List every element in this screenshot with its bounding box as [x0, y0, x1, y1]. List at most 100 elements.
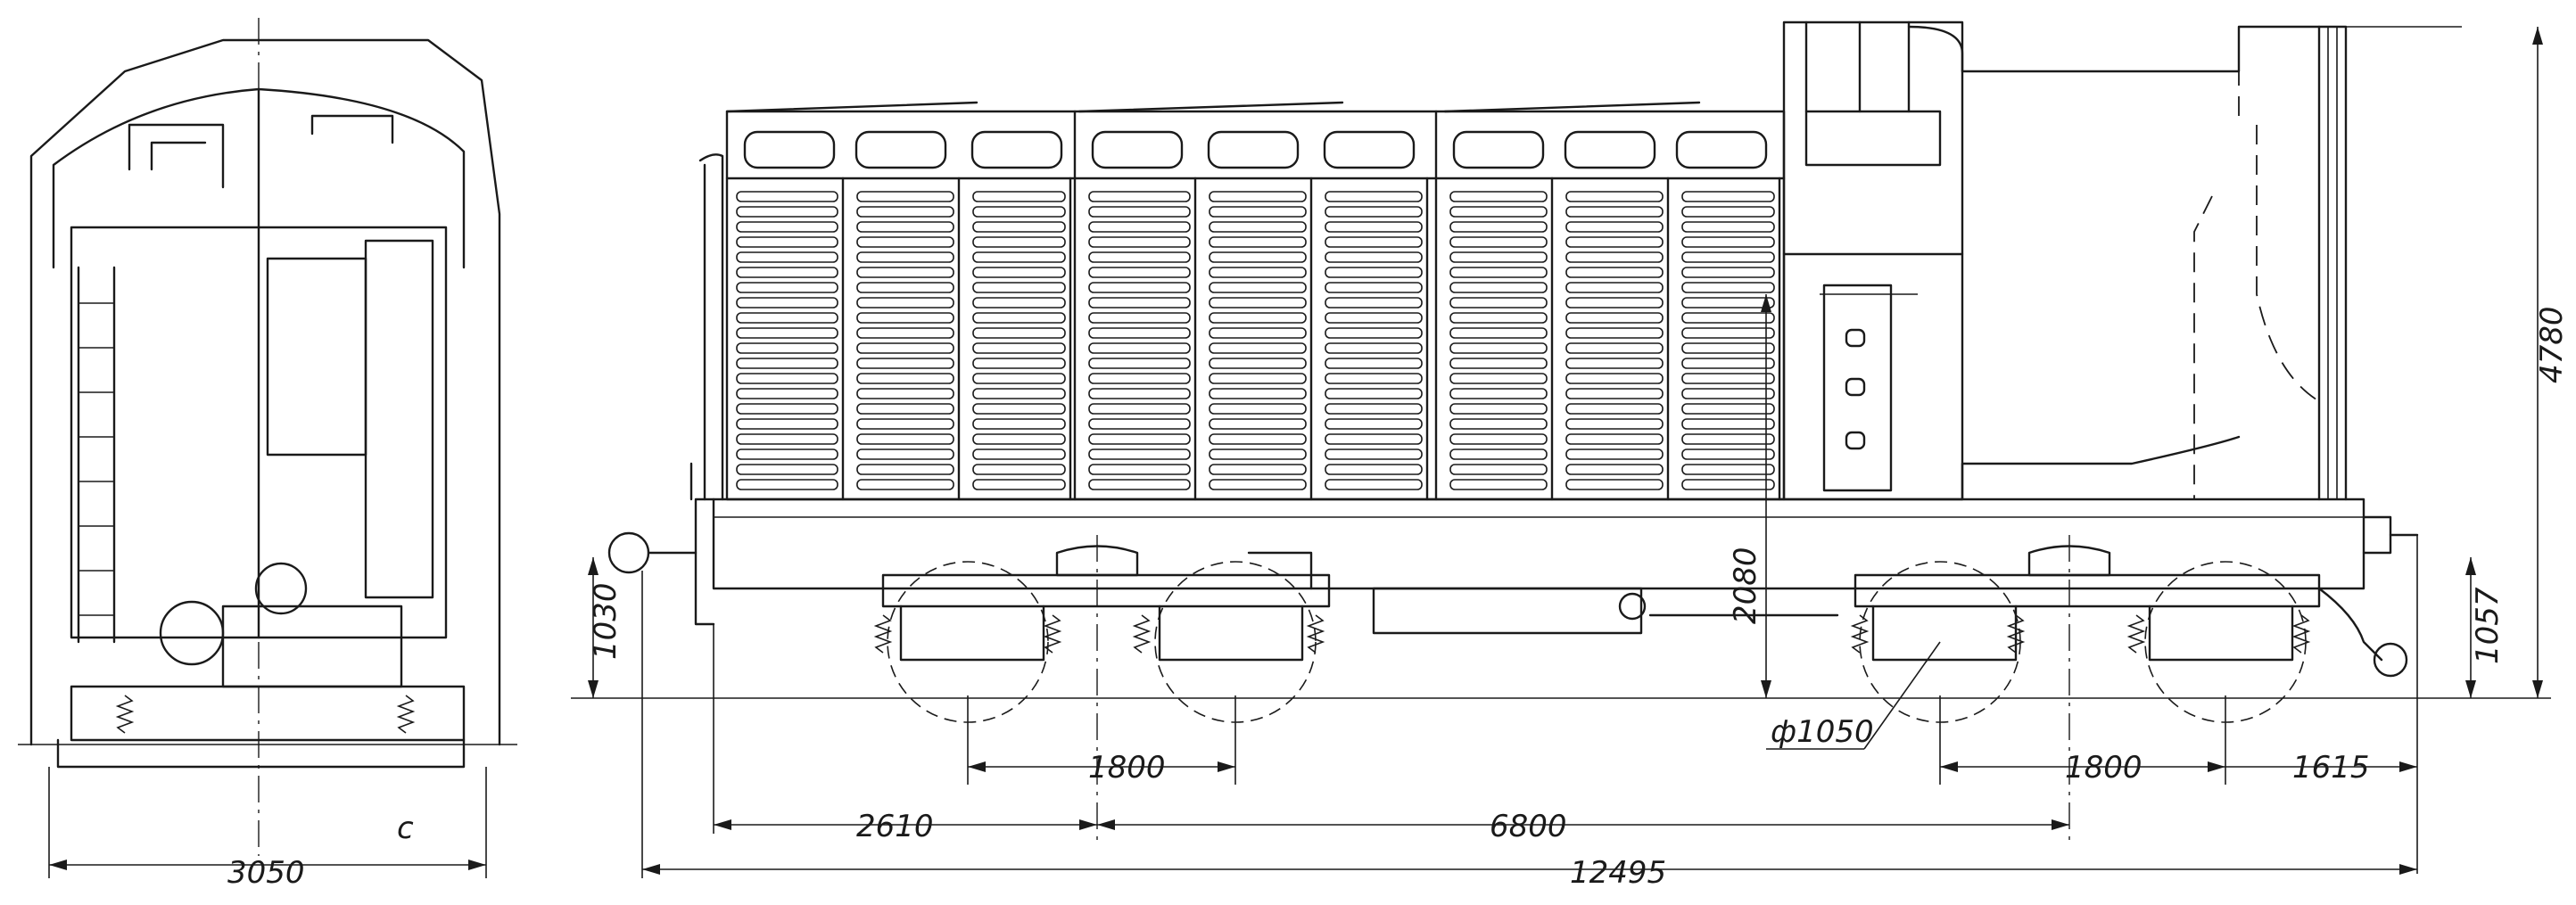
- louvre-slat: [1088, 448, 1191, 460]
- louvre-slat: [736, 433, 838, 445]
- louvre-slat: [1449, 236, 1548, 248]
- cab-door: [1822, 284, 1893, 492]
- louvre-slat: [1449, 297, 1548, 309]
- louvre-slat: [1209, 464, 1307, 475]
- louvre-slat: [736, 388, 838, 399]
- louvre-slat: [1088, 221, 1191, 233]
- louvre-slat: [1565, 403, 1664, 415]
- louvre-slat: [972, 479, 1066, 490]
- louvre-slat: [856, 267, 954, 278]
- louvre-slat: [972, 221, 1066, 233]
- louvre-slat: [1325, 403, 1423, 415]
- louvre-slat: [1325, 448, 1423, 460]
- louvre-slat: [1681, 342, 1775, 354]
- louvre-slat: [1088, 206, 1191, 218]
- louvre-slat: [1565, 221, 1664, 233]
- louvre-slat: [1449, 373, 1548, 384]
- rear-bogie: [1850, 545, 2321, 723]
- louvre-slat: [856, 433, 954, 445]
- louvre-slat: [1209, 479, 1307, 490]
- dim-height: 4780: [2534, 306, 2570, 383]
- louvre-slat: [856, 297, 954, 309]
- louvre-slat: [1088, 251, 1191, 263]
- louvre-slat: [1681, 433, 1775, 445]
- louvre-slat: [972, 358, 1066, 369]
- louvre-slat: [1565, 358, 1664, 369]
- louvre-slat: [1449, 433, 1548, 445]
- louvre-slat: [1325, 464, 1423, 475]
- louvre-slat: [1209, 358, 1307, 369]
- louvre-slat: [1565, 373, 1664, 384]
- front-coupler: [607, 153, 724, 626]
- louvre-slat: [1088, 267, 1191, 278]
- louvre-slat: [972, 373, 1066, 384]
- dim-wheelbase-front: 1800: [1088, 750, 1166, 786]
- louvre-slat: [1209, 342, 1307, 354]
- louvre-slat: [1209, 282, 1307, 293]
- louvre-slat: [1681, 464, 1775, 475]
- louvre-slat: [1088, 342, 1191, 354]
- louvre-slat: [1088, 418, 1191, 430]
- louvre-slat: [856, 373, 954, 384]
- louvre-slat: [1449, 448, 1548, 460]
- louvre-slat: [1209, 388, 1307, 399]
- louvre-slat: [1325, 312, 1423, 324]
- louvre-slat: [856, 206, 954, 218]
- louvre-slat: [1325, 479, 1423, 490]
- louvre-slat: [1325, 358, 1423, 369]
- dim-wheelbase-rear: 1800: [2065, 750, 2143, 786]
- dim-coupler-height: 1057: [2470, 587, 2506, 664]
- louvre-slat: [1449, 418, 1548, 430]
- louvre-slat: [856, 282, 954, 293]
- louvre-slat: [736, 479, 838, 490]
- end-view: 3050 c: [18, 18, 517, 891]
- louvre-slat: [1209, 433, 1307, 445]
- louvre-slat: [1681, 388, 1775, 399]
- louvre-slat: [736, 251, 838, 263]
- louvre-slat: [1681, 206, 1775, 218]
- louvre-slat: [1209, 403, 1307, 415]
- louvre-slat: [972, 448, 1066, 460]
- louvre-slat: [1088, 464, 1191, 475]
- louvre-slat: [1088, 191, 1191, 202]
- louvre-slat: [1088, 327, 1191, 339]
- louvre-slat: [1565, 251, 1664, 263]
- louvre-slat: [736, 312, 838, 324]
- louvre-slat: [1325, 297, 1423, 309]
- louvre-slat: [736, 267, 838, 278]
- louvre-slat: [1088, 297, 1191, 309]
- louvre-slat: [972, 403, 1066, 415]
- louvre-slat: [1449, 403, 1548, 415]
- louvre-slat: [1565, 267, 1664, 278]
- louvre-slat: [1565, 433, 1664, 445]
- louvre-slat: [736, 342, 838, 354]
- louvre-slat: [1325, 206, 1423, 218]
- louvre-slat: [1325, 236, 1423, 248]
- louvre-slat: [736, 464, 838, 475]
- louvre-slat: [1088, 282, 1191, 293]
- louvre-slat: [1209, 448, 1307, 460]
- louvre-slat: [1209, 418, 1307, 430]
- louvre-slat: [736, 403, 838, 415]
- louvre-slat: [1209, 312, 1307, 324]
- louvre-slat: [1325, 327, 1423, 339]
- louvre-slat: [1681, 297, 1775, 309]
- louvre-slat: [1088, 358, 1191, 369]
- hood-vents: [743, 130, 1768, 169]
- louvre-slat: [972, 206, 1066, 218]
- louvre-slat: [1565, 464, 1664, 475]
- louvre-slat: [1325, 221, 1423, 233]
- louvre-slat: [972, 327, 1066, 339]
- cab: [1782, 21, 1964, 501]
- louvre-slat: [856, 327, 954, 339]
- dim-total-length: 12495: [1570, 855, 1666, 891]
- louvre-slat: [1088, 236, 1191, 248]
- louvre-slat: [1565, 342, 1664, 354]
- rear-coupler: [2317, 515, 2419, 678]
- louvre-slat: [1681, 448, 1775, 460]
- louvre-slat: [736, 418, 838, 430]
- louvre-slat: [1565, 206, 1664, 218]
- louvre-slat: [856, 418, 954, 430]
